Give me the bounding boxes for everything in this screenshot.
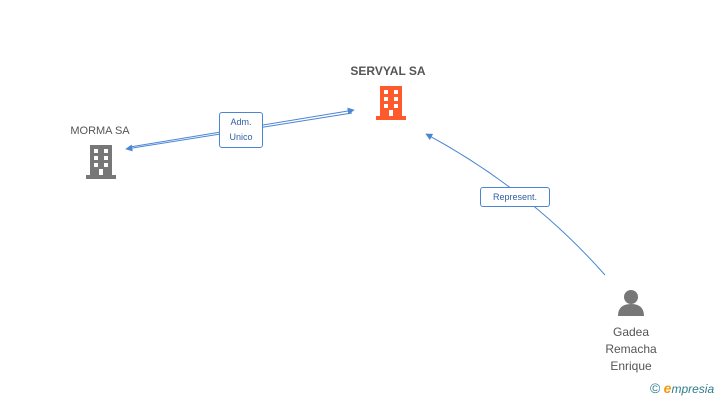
- building-icon[interactable]: [376, 86, 406, 120]
- edge-label-administrator: Adm. Unico: [219, 112, 263, 148]
- edge-label-line: Adm.: [230, 117, 252, 127]
- edge-label-representative: Represent.: [480, 187, 550, 207]
- brand-logo-e: e: [663, 380, 672, 396]
- person-name-line: Remacha: [605, 342, 657, 356]
- company-name-morma[interactable]: MORMA SA: [70, 125, 130, 137]
- copyright-icon: ©: [650, 380, 661, 396]
- company-name-servyal[interactable]: SERVYAL SA: [350, 64, 426, 78]
- person-name-line: Enrique: [610, 359, 652, 373]
- person-name[interactable]: Gadea Remacha Enrique: [586, 324, 676, 375]
- person-name-line: Gadea: [612, 325, 650, 339]
- brand-logo: © empresia: [650, 380, 714, 398]
- person-icon[interactable]: [618, 290, 644, 316]
- edge-label-line: Unico: [229, 132, 253, 142]
- building-icon[interactable]: [86, 145, 116, 179]
- brand-logo-text: mpresia: [671, 382, 715, 396]
